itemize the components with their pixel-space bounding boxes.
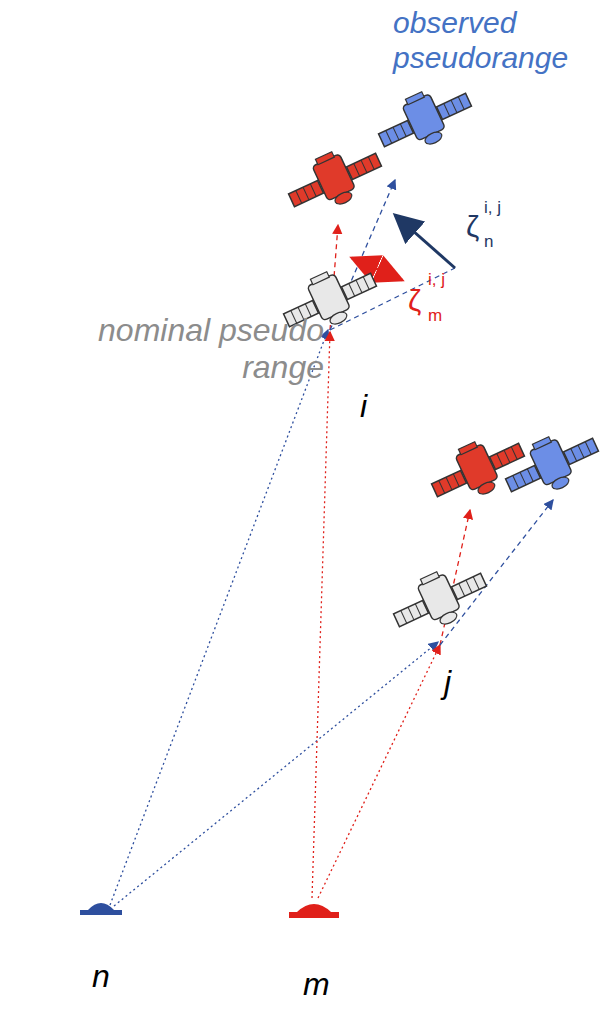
range-line <box>318 645 440 898</box>
satellite-blue-i <box>370 75 479 163</box>
satellite-label: i <box>360 388 367 425</box>
receiver-m <box>289 904 339 918</box>
receiver-label: n <box>92 958 110 995</box>
offset-subscript: n <box>484 232 493 252</box>
satellite-blue-j <box>497 420 601 508</box>
satellite-red-j <box>423 425 532 513</box>
offset-superscript: i, j <box>428 270 445 290</box>
range-line <box>312 332 330 898</box>
offset-subscript: m <box>428 306 442 326</box>
nominal-satellite-j <box>385 555 494 643</box>
offset-arrow <box>352 258 402 280</box>
satellite-red-i <box>280 135 389 223</box>
offset-symbol: ζ <box>408 284 421 319</box>
nominal-label: nominal pseudo range <box>24 312 324 386</box>
range-line <box>110 330 328 905</box>
offset-symbol: ζ <box>466 210 479 245</box>
offset-arrow <box>395 215 455 268</box>
observed-label: observed pseudorange <box>393 6 598 75</box>
satellite-label: j <box>444 664 451 701</box>
receiver-n <box>80 903 122 915</box>
receiver-label: m <box>303 966 330 1003</box>
range-line <box>114 642 438 906</box>
offset-superscript: i, j <box>484 198 501 218</box>
observed-line <box>440 500 553 645</box>
